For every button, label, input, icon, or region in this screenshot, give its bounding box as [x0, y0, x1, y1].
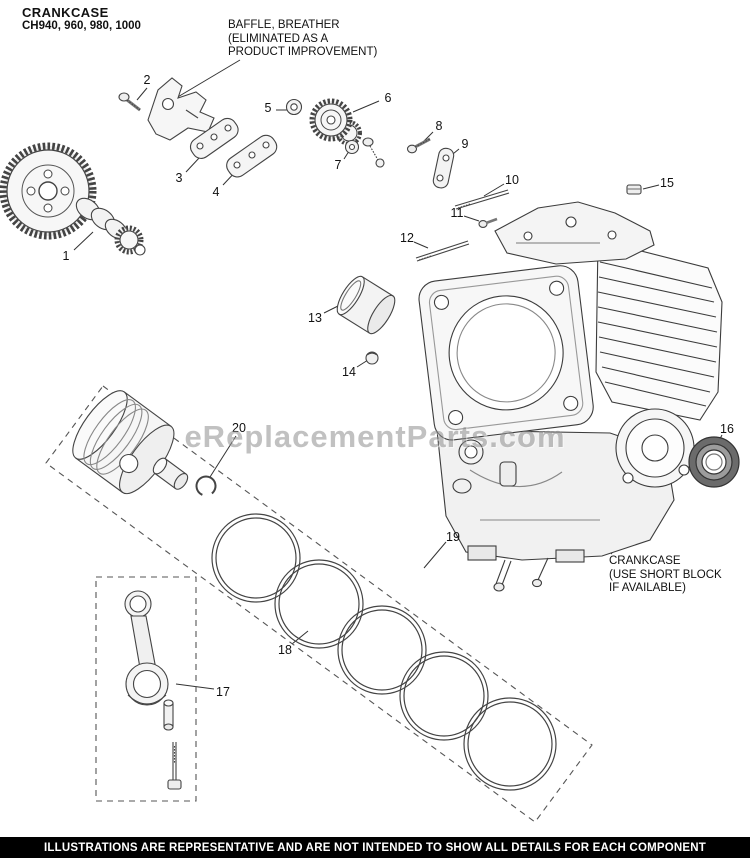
callout-12: 12 — [400, 230, 414, 245]
sleeve-13 — [336, 275, 396, 335]
callout-2: 2 — [143, 72, 151, 87]
plug-15 — [626, 184, 642, 195]
callout-6: 6 — [384, 90, 392, 105]
callout-9: 9 — [461, 136, 469, 151]
wrist-pin — [152, 457, 189, 490]
fasteners-7 — [344, 137, 385, 168]
baffle-plate-4 — [226, 134, 278, 178]
bracket-9 — [432, 147, 455, 189]
callout-15: 15 — [660, 175, 674, 190]
callout-19: 19 — [446, 529, 460, 544]
callout-5: 5 — [264, 100, 272, 115]
baffle-plate-3 — [189, 117, 239, 159]
callout-7: 7 — [334, 157, 342, 172]
callout-4: 4 — [212, 184, 220, 199]
crankcase-short-block-note: CRANKCASE (USE SHORT BLOCK IF AVAILABLE) — [609, 555, 722, 594]
retaining-ring-20 — [195, 475, 217, 497]
piston-rings-19 — [211, 513, 557, 791]
screw-8 — [406, 137, 431, 154]
page-title: CRANKCASE — [22, 5, 109, 20]
washer-5 — [285, 98, 303, 116]
crankcase-block — [418, 201, 723, 592]
gear-6 — [309, 98, 362, 146]
stud-10 — [454, 189, 510, 210]
baffle-breather — [147, 77, 215, 141]
plug-14 — [365, 351, 379, 365]
baffle-breather-note: BAFFLE, BREATHER (ELIMINATED AS A PRODUC… — [228, 19, 378, 58]
callout-18: 18 — [278, 642, 292, 657]
callout-17: 17 — [216, 684, 230, 699]
oil-seal-16 — [688, 436, 740, 488]
callout-10: 10 — [505, 172, 519, 187]
piston-18 — [72, 390, 175, 495]
callout-20: 20 — [232, 420, 246, 435]
disclaimer-bar: ILLUSTRATIONS ARE REPRESENTATIVE AND ARE… — [0, 837, 750, 858]
camshaft-gear-assembly — [0, 142, 146, 256]
callout-14: 14 — [342, 364, 356, 379]
callout-16: 16 — [720, 421, 734, 436]
stud-12 — [415, 240, 470, 262]
callout-1: 1 — [62, 248, 70, 263]
disclaimer-text: ILLUSTRATIONS ARE REPRESENTATIVE AND ARE… — [44, 841, 706, 854]
model-list: CH940, 960, 980, 1000 — [22, 20, 141, 32]
callout-11: 11 — [450, 205, 464, 220]
connecting-rod-17 — [124, 590, 182, 790]
screw-11 — [478, 217, 498, 228]
screw-2 — [118, 92, 141, 112]
callout-8: 8 — [435, 118, 443, 133]
callout-3: 3 — [175, 170, 183, 185]
connecting-rod-outline — [95, 576, 197, 802]
callout-13: 13 — [308, 310, 322, 325]
